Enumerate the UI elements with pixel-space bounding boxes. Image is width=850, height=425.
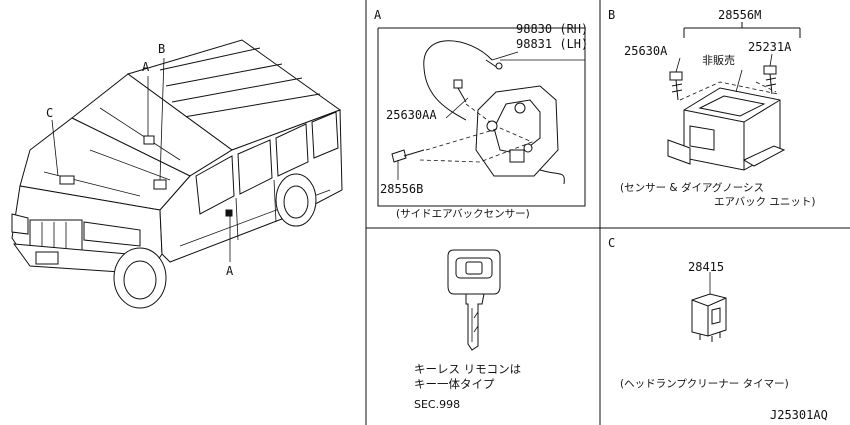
panel-dividers bbox=[365, 0, 850, 425]
vehicle-callout-a2: A bbox=[226, 264, 234, 278]
vehicle-callout-a: A bbox=[142, 60, 150, 74]
part-number-98831-lh: 98831 (LH) bbox=[516, 37, 589, 51]
keyless-note-line1: キーレス リモコンは bbox=[414, 362, 522, 376]
not-for-sale-note: 非販売 bbox=[702, 54, 735, 67]
vehicle-illustration bbox=[11, 39, 343, 309]
diagram-code: J25301AQ bbox=[770, 408, 828, 422]
panel-a-letter: A bbox=[374, 8, 382, 22]
part-number-28415: 28415 bbox=[688, 260, 725, 274]
diagnosis-unit-drawing bbox=[667, 22, 801, 171]
part-number-25630aa: 25630AA bbox=[386, 108, 437, 122]
part-number-28556m: 28556M bbox=[718, 8, 762, 22]
section-reference: SEC.998 bbox=[414, 398, 461, 411]
panel-c-letter: C bbox=[608, 236, 616, 250]
part-number-98830-rh: 98830 (RH) bbox=[516, 22, 589, 36]
vehicle-callout-b: B bbox=[158, 42, 166, 56]
side-airbag-sensor-drawing bbox=[377, 27, 586, 207]
vehicle-callout-leaders bbox=[51, 57, 231, 262]
panel-b-caption-line2: エアバック ユニット) bbox=[714, 196, 816, 208]
panel-b-letter: B bbox=[608, 8, 616, 22]
headlamp-cleaner-timer-drawing bbox=[691, 272, 727, 342]
keyless-note-line2: キー一体タイプ bbox=[414, 377, 495, 391]
key-drawing bbox=[447, 249, 501, 351]
panel-b-caption-line1: (センサー & ダイアグノーシス bbox=[620, 182, 765, 194]
part-number-28556b: 28556B bbox=[380, 182, 424, 196]
vehicle-callout-c: C bbox=[46, 106, 54, 120]
part-number-25630a: 25630A bbox=[624, 44, 668, 58]
panel-a-caption: (サイドエアバックセンサー) bbox=[396, 208, 530, 220]
panel-c-caption: (ヘッドランプクリーナー タイマー) bbox=[620, 378, 789, 390]
part-number-25231a: 25231A bbox=[748, 40, 792, 54]
